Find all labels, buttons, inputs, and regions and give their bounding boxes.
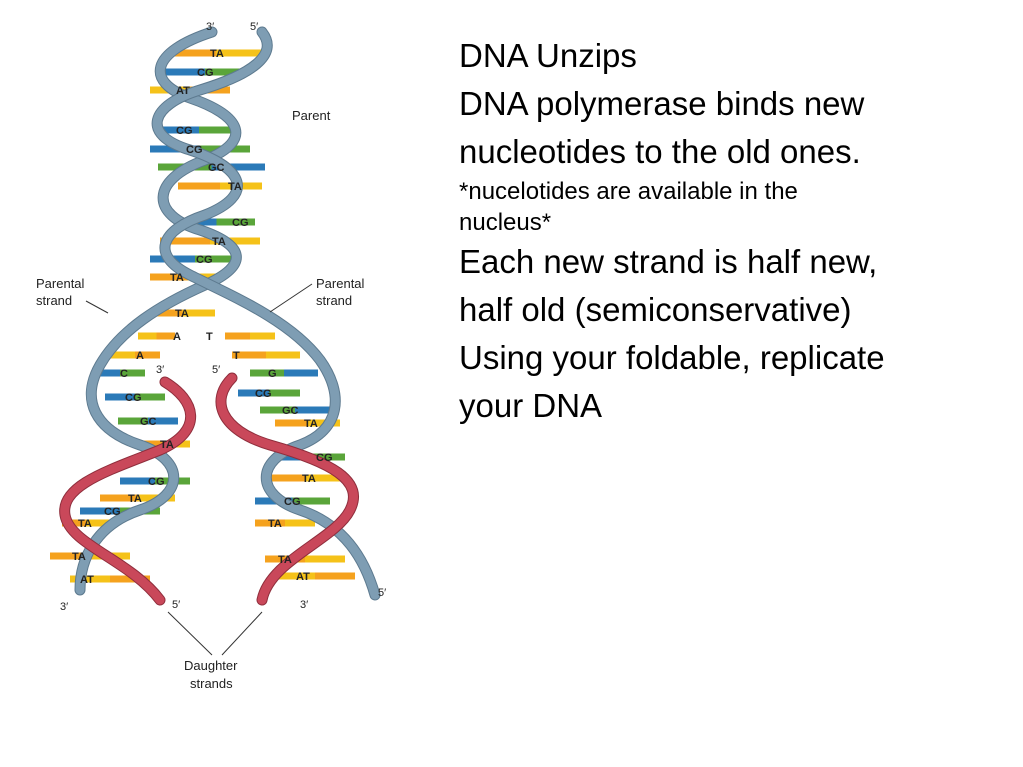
base-pair-label: CG: [125, 392, 142, 404]
base-pair-label: TA: [302, 473, 316, 485]
base-pair-label: TA: [72, 551, 86, 563]
base-pair-label: GC: [208, 162, 225, 174]
base-pair-label: CG: [196, 254, 213, 266]
slide-line-3: nucleotides to the old ones.: [459, 128, 1009, 176]
slide-line-5: nucleus*: [459, 207, 1009, 238]
parental-strand-left-leader: [86, 301, 108, 313]
base-pair-label: AT: [296, 571, 310, 583]
daughter-leader-left: [168, 612, 212, 655]
parental-strand-right-label-line2: strand: [316, 293, 352, 308]
base-pair-label: C: [120, 368, 128, 380]
base-pair-label: TA: [175, 308, 189, 320]
parental-strand-left-label-line1: Parental: [36, 276, 85, 291]
base-pair-label: CG: [148, 476, 165, 488]
base-pair-label: CG: [176, 125, 193, 137]
prime-bottom-right-5: 5′: [378, 587, 386, 599]
base-pair-label: CG: [232, 217, 249, 229]
base-pair-label: TA: [212, 236, 226, 248]
base-pair-rungs: [50, 53, 355, 579]
base-pair-label: TA: [128, 493, 142, 505]
prime-bottom-left-5: 5′: [172, 599, 180, 611]
slide-line-6: Each new strand is half new,: [459, 238, 1009, 286]
parent-label: Parent: [292, 108, 331, 123]
parental-strand-right-label-line1: Parental: [316, 276, 365, 291]
base-pair-label: CG: [104, 506, 121, 518]
prime-top-5: 5′: [250, 21, 258, 33]
base-pair-label: TA: [268, 518, 282, 530]
base-pair-label: AT: [80, 574, 94, 586]
base-pair-label: CG: [284, 496, 301, 508]
daughter-strands-label-line1: Daughter: [184, 658, 238, 673]
base-pair-label: GC: [140, 416, 157, 428]
base-pair-label: G: [268, 368, 277, 380]
base-pair-label: TA: [160, 439, 174, 451]
slide-line-8: Using your foldable, replicate: [459, 334, 1009, 382]
parental-strand-left-label-line2: strand: [36, 293, 72, 308]
prime-bottom-right-3: 3′: [300, 599, 308, 611]
prime-mid-5: 5′: [212, 364, 220, 376]
slide-line-2: DNA polymerase binds new: [459, 80, 1009, 128]
base-pair-label: TA: [78, 518, 92, 530]
daughter-leader-right: [222, 612, 262, 655]
base-pair-label: T: [233, 350, 240, 362]
base-pair-label: A: [173, 331, 181, 343]
slide-line-4: *nucelotides are available in the: [459, 176, 1009, 207]
parental-strand-right-leader: [270, 284, 312, 312]
slide-line-7: half old (semiconservative): [459, 286, 1009, 334]
base-pair-label: A: [136, 350, 144, 362]
daughter-strands-label-line2: strands: [190, 676, 233, 691]
base-pair-label: TA: [170, 272, 184, 284]
base-pair-label: CG: [255, 388, 272, 400]
base-pair-label: TA: [278, 554, 292, 566]
slide-line-9: your DNA: [459, 382, 1009, 430]
base-pair-label: CG: [197, 67, 214, 79]
prime-top-3: 3′: [206, 21, 214, 33]
base-pair-label: TA: [228, 181, 242, 193]
base-pair-label: CG: [316, 452, 333, 464]
slide-line-1: DNA Unzips: [459, 32, 1009, 80]
base-pair-label: TA: [210, 48, 224, 60]
prime-bottom-left-3: 3′: [60, 601, 68, 613]
base-pair-label: T: [206, 331, 213, 343]
base-pair-label: CG: [186, 144, 203, 156]
prime-mid-3: 3′: [156, 364, 164, 376]
base-pair-label: GC: [282, 405, 299, 417]
base-pair-label: TA: [304, 418, 318, 430]
base-pair-label: AT: [176, 85, 190, 97]
